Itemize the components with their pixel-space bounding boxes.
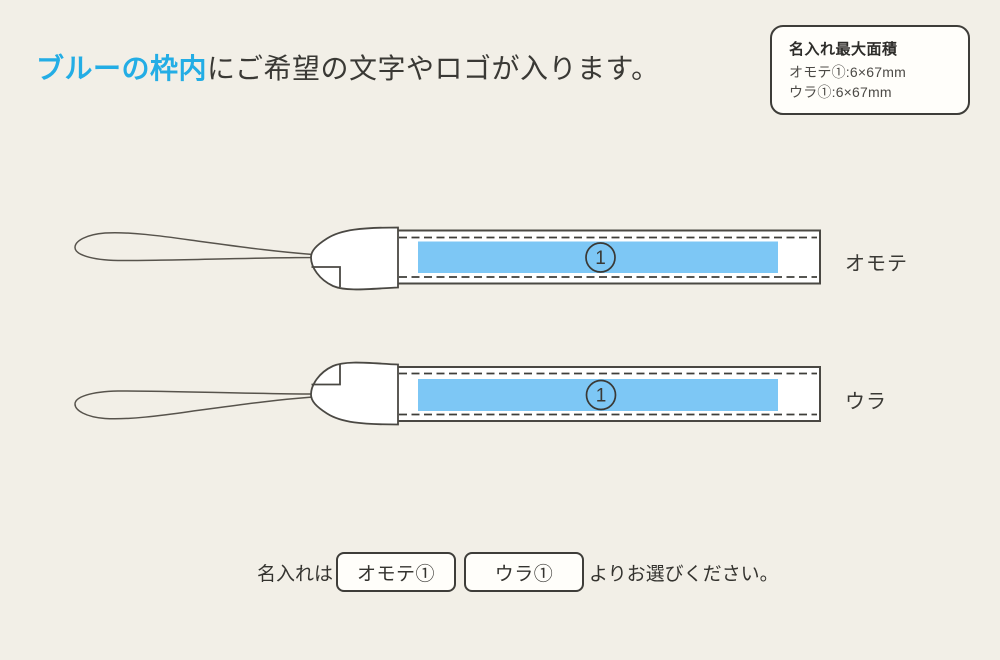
strap-back-diagram: 1 bbox=[74, 361, 821, 426]
area-number-front: 1 bbox=[595, 248, 606, 269]
strap-label-back: ウラ bbox=[845, 391, 887, 413]
info-box-title: 名入れ最大面積 bbox=[789, 41, 898, 58]
area-number-circle-back bbox=[585, 379, 617, 411]
area-number-back: 1 bbox=[596, 386, 607, 407]
area-number-circle-front bbox=[585, 242, 616, 273]
option-select-row: 名入れは オモテ① ウラ① よりお選びください。 bbox=[257, 552, 779, 592]
print-area-front bbox=[418, 241, 778, 273]
footer-suffix: よりお選びください。 bbox=[589, 563, 779, 585]
page-title: ブルーの枠内にご希望の文字やロゴが入ります。 bbox=[36, 52, 660, 86]
strap-cap-notch bbox=[311, 266, 341, 287]
print-area-back bbox=[418, 379, 778, 411]
max-print-area-box: 名入れ最大面積 オモテ①:6×67mm ウラ①:6×67mm bbox=[770, 25, 970, 115]
strap-cap bbox=[310, 226, 399, 291]
cord-loop-icon bbox=[74, 390, 314, 420]
title-highlight: ブルーの枠内 bbox=[36, 53, 208, 84]
option-front-button[interactable]: オモテ① bbox=[336, 552, 457, 592]
strap-cap-notch bbox=[311, 364, 341, 386]
option-back-button[interactable]: ウラ① bbox=[464, 552, 585, 592]
strap-cap bbox=[310, 361, 399, 426]
info-line-back: ウラ①:6×67mm bbox=[789, 83, 892, 100]
strap-label-front: オモテ bbox=[845, 253, 908, 275]
title-rest: にご希望の文字やロゴが入ります。 bbox=[207, 53, 660, 84]
footer-prefix: 名入れは bbox=[257, 563, 334, 585]
strap-front-diagram: 1 bbox=[74, 226, 821, 291]
info-line-front: オモテ①:6×67mm bbox=[789, 64, 906, 80]
cord-loop-icon bbox=[74, 231, 314, 262]
